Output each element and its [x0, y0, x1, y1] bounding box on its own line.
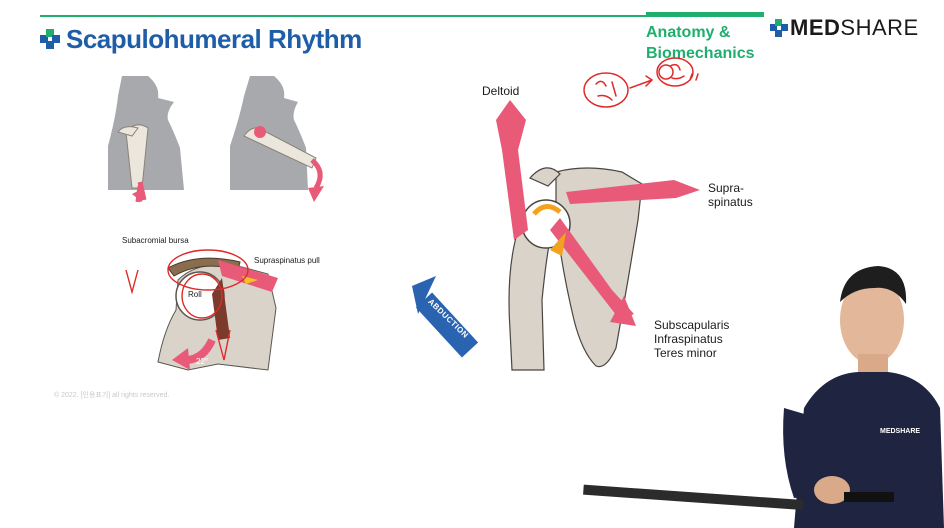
header-rule-accent [646, 12, 764, 17]
torso-figure-right [230, 76, 324, 202]
label-subacromial-bursa: Subacromial bursa [122, 236, 189, 245]
shoulder-muscle-diagram [412, 100, 700, 371]
label-roll: Roll [188, 290, 202, 299]
label-supraspinatus-pull: Supraspinatus pull [254, 256, 320, 265]
label-deltoid: Deltoid [482, 84, 520, 98]
subject-line-1: Anatomy & [646, 24, 731, 41]
brand-cross-icon [770, 19, 788, 37]
brand-wordmark: MEDSHARE [790, 15, 919, 40]
presenter-figure [583, 266, 944, 528]
title-logo-icon [40, 29, 60, 49]
label-angle: 22° [196, 357, 209, 366]
glenohumeral-roll-diagram [125, 249, 278, 371]
page-title: Scapulohumeral Rhythm [66, 23, 362, 54]
copyright-notice: © 2022. [인용표기] all rights reserved. [54, 392, 170, 399]
torso-figure-left [108, 76, 184, 203]
label-supraspinatus: Supra- spinatus [708, 181, 753, 209]
brand-logo: MEDSHARE [770, 13, 919, 43]
header-rule [40, 15, 646, 17]
title-block: Scapulohumeral Rhythm [40, 22, 362, 56]
label-rotator-group: Subscapularis Infraspinatus Teres minor [654, 318, 730, 360]
presenter-shirt-logo: MEDSHARE [880, 428, 921, 435]
